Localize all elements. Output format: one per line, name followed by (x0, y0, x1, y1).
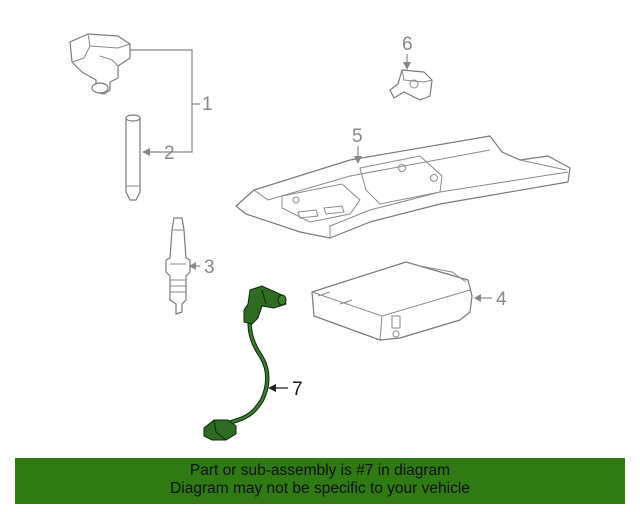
control-module-part[interactable] (311, 261, 473, 341)
arrow-4 (474, 294, 481, 302)
info-banner: Part or sub-assembly is #7 in diagram Di… (15, 458, 625, 504)
callout-3[interactable]: 3 (204, 257, 215, 278)
callout-7[interactable]: 7 (292, 379, 303, 400)
coil-boot-part[interactable] (125, 114, 141, 201)
callout-1[interactable]: 1 (202, 94, 213, 115)
parts-diagram: 1 2 3 6 5 (69, 33, 571, 441)
leader-1 (130, 49, 193, 153)
arrow-6 (403, 62, 411, 70)
banner-line-2: Diagram may not be specific to your vehi… (170, 480, 470, 497)
callout-2[interactable]: 2 (164, 143, 175, 164)
ignition-coil-part[interactable] (69, 33, 131, 95)
arrow-3 (189, 262, 196, 270)
callout-4[interactable]: 4 (496, 289, 507, 310)
arrow-2 (142, 148, 150, 156)
arrow-7 (268, 384, 276, 392)
cover-plate-part[interactable] (235, 135, 571, 239)
spark-plug-part[interactable] (165, 217, 191, 315)
arrow-5 (354, 156, 362, 164)
callout-6[interactable]: 6 (402, 34, 413, 55)
crankshaft-sensor-part[interactable] (203, 285, 287, 441)
callout-5[interactable]: 5 (352, 126, 363, 147)
banner-line-1: Part or sub-assembly is #7 in diagram (189, 462, 451, 479)
sensor-part-6[interactable] (389, 69, 433, 101)
